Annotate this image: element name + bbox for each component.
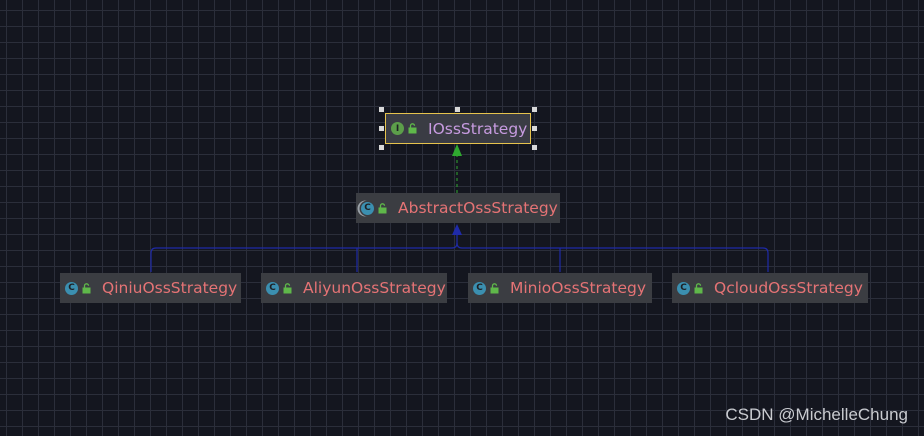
node-abstract-oss-strategy[interactable]: C AbstractOssStrategy [356, 193, 560, 223]
selection-handle[interactable] [379, 107, 384, 112]
extends-arrowhead-icon [452, 224, 462, 235]
class-icon: C [677, 281, 690, 295]
node-label: QcloudOssStrategy [714, 279, 863, 297]
selection-handle[interactable] [532, 126, 537, 131]
node-minio-oss-strategy[interactable]: C MinioOssStrategy [468, 273, 652, 303]
node-label: QiniuOssStrategy [102, 279, 238, 297]
node-aliyun-oss-strategy[interactable]: C AliyunOssStrategy [261, 273, 447, 303]
lock-icon [694, 282, 703, 293]
node-label: AliyunOssStrategy [303, 279, 446, 297]
node-label: MinioOssStrategy [510, 279, 647, 297]
lock-icon [490, 282, 499, 293]
node-qiniu-oss-strategy[interactable]: C QiniuOssStrategy [60, 273, 241, 303]
node-label: AbstractOssStrategy [398, 199, 558, 217]
interface-icon: I [391, 122, 404, 135]
extends-edge-qiniu [150, 235, 458, 272]
extends-edges [150, 235, 769, 272]
class-icon: C [473, 281, 486, 295]
selection-handle[interactable] [532, 107, 537, 112]
lock-icon [408, 123, 417, 134]
watermark-text: CSDN @MichelleChung [725, 405, 908, 424]
selection-handle[interactable] [379, 126, 384, 131]
implements-arrowhead-icon [452, 144, 462, 156]
class-icon: C [65, 281, 78, 295]
lock-icon [378, 202, 387, 213]
extends-edge-qcloud [456, 242, 769, 272]
node-qcloud-oss-strategy[interactable]: C QcloudOssStrategy [672, 273, 868, 303]
class-icon: C [266, 281, 279, 295]
selection-handle[interactable] [532, 145, 537, 150]
lock-icon [283, 282, 292, 293]
lock-icon [82, 282, 91, 293]
node-label: IOssStrategy [428, 119, 528, 138]
selection-handle[interactable] [379, 145, 384, 150]
selection-handle[interactable] [455, 107, 460, 112]
abstract-class-icon: C [361, 201, 374, 215]
node-ioss-strategy[interactable]: I IOssStrategy [385, 113, 531, 144]
